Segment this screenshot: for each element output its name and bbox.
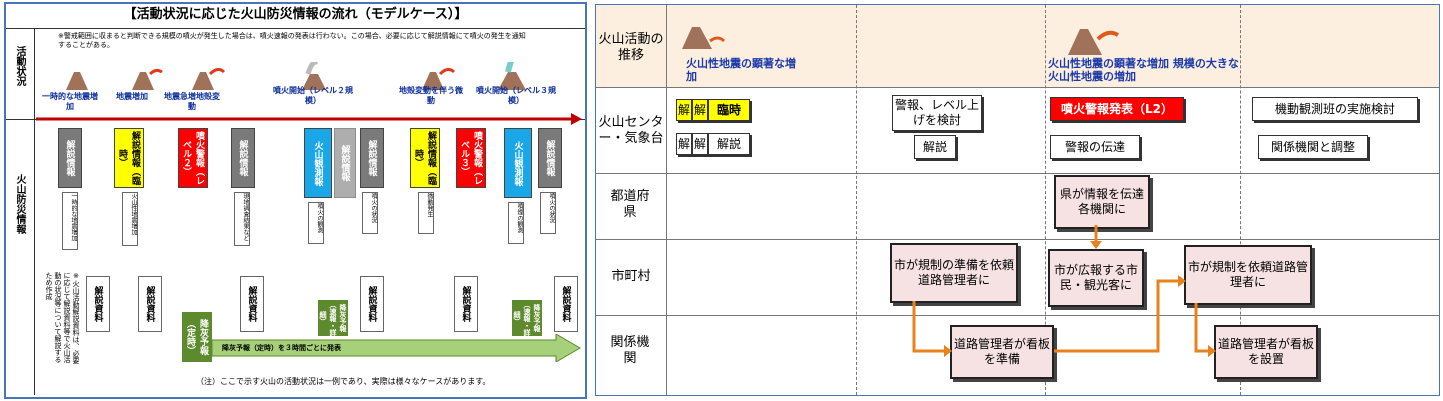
warning-box: 噴火警報発表（L2）: [1050, 97, 1184, 121]
row-label: 火山センター・気象台: [598, 115, 664, 146]
ashfall-small: 降灰予報（速報・詳細）: [512, 300, 542, 336]
diagram-title: 【活動状況に応じた火山防災情報の流れ（モデルケース）】: [123, 7, 468, 22]
right-panel: 火山活動の推移 火山センター・気象台 都道府県 市町村 関係機関 火山性地震の顕…: [595, 4, 1440, 396]
info-box: 解説情報: [538, 128, 562, 188]
row-label: 都道府県: [610, 189, 650, 220]
phase-label: 火山性地震の顕著な増加: [686, 57, 796, 83]
divider: [34, 28, 35, 395]
org-box: 道路管理者が看板を設置: [1214, 325, 1318, 379]
row-label: 市町村: [611, 269, 651, 284]
org-box: 道路管理者が看板を準備: [950, 325, 1054, 379]
city-box: 市が広報する市民・観光客に: [1048, 249, 1144, 307]
info-box: 解: [676, 99, 692, 121]
phase-label: 火山性地震の顕著な増加 規模の大きな火山性地震の増加: [1048, 57, 1239, 83]
row-pref: [596, 173, 1439, 240]
doc-box: 解説資料: [360, 276, 384, 332]
row-activity: [596, 5, 1439, 88]
divider: [6, 28, 585, 29]
pref-box: 県が情報を伝達各機関に: [1054, 175, 1150, 229]
row-label-activity: 活動状況: [14, 46, 25, 86]
doc-box: 解説資料: [554, 276, 578, 332]
note-box: 噴煙の観測: [508, 202, 524, 244]
doc-box: 解説資料: [240, 276, 264, 332]
ashfall-arrow: [212, 334, 581, 362]
info-box: 解説情報（臨時）: [114, 128, 144, 188]
timeline-arrow: [36, 113, 582, 125]
info-box: 警報、レベル上げを検討: [892, 95, 982, 131]
note-box: 噴火の状況: [540, 192, 556, 234]
info-box: 解説情報（臨時）: [410, 128, 440, 188]
row-label: 火山活動の推移: [598, 32, 664, 63]
note-box: 一時的な地震増加: [62, 192, 78, 250]
footer-note: （注）ここで示す火山の活動状況は一例であり、実際は様々なケースがあります。: [196, 377, 491, 386]
flow-arrows: [912, 225, 1216, 357]
doc-box: 解説資料: [138, 276, 162, 332]
event-label: 噴火開始（レベル２規模）: [273, 86, 353, 105]
info-box: 機動観測班の実施検討: [1252, 97, 1418, 121]
info-box: 関係機関と調整: [1258, 135, 1368, 159]
volcano-icon: [66, 62, 526, 90]
event-label: 地殻変動を伴う微動: [399, 86, 463, 105]
note-box: 噴火の観測: [308, 202, 324, 244]
row-label: 関係機関: [610, 335, 650, 366]
row-label-info: 火山防災情報: [14, 174, 25, 234]
side-note: ※火山活動解説資料は、必要に応じて解説資料等で火山活動の状況等について解説するた…: [45, 272, 80, 364]
divider: [856, 5, 857, 395]
info-box: 火山観測報: [504, 128, 532, 198]
info-box: 解説情報: [334, 128, 356, 198]
info-box: 解説情報: [58, 128, 82, 188]
ashfall-small: 降灰予報（速報・詳細）: [318, 300, 348, 336]
divider: [666, 5, 667, 395]
info-box: 臨時: [708, 99, 750, 121]
info-box: 解説: [914, 135, 956, 159]
volcano-icon: [1068, 29, 1120, 55]
info-box: 解: [692, 99, 708, 121]
event-label: 地震急増地殻変動: [164, 92, 220, 111]
info-box: 解: [692, 133, 708, 155]
divider: [1045, 5, 1046, 395]
info-box: 解: [676, 133, 692, 155]
note-box: 微動発生: [418, 192, 434, 234]
note-box: 噴火の状況: [362, 192, 378, 234]
left-panel: 【活動状況に応じた火山防災情報の流れ（モデルケース）】 活動状況 火山防災情報 …: [4, 2, 587, 399]
ashfall-box: 降灰予報（定時）: [182, 312, 212, 362]
info-box: 噴火警報（レベル２）: [178, 128, 208, 188]
volcano-icon: [682, 27, 726, 49]
note-box: 現地調査結果など: [234, 192, 250, 246]
top-note: ※警戒範囲に収まると判断できる規模の噴火が発生した場合は、噴火速報の発表は行わな…: [58, 32, 526, 49]
info-box: 噴火警報（レベル３）: [456, 128, 486, 188]
doc-box: 解説資料: [454, 276, 478, 332]
info-box: 火山観測報: [304, 128, 332, 198]
doc-box: 解説資料: [86, 276, 110, 332]
city-box: 市が規制を依頼道路管理者に: [1184, 245, 1312, 305]
note-box: 火山性地震増加: [122, 192, 138, 246]
row-center: [596, 87, 1439, 174]
event-label: 噴火開始（レベル３規模）: [476, 86, 556, 105]
info-box: 解説情報: [360, 128, 384, 188]
ashfall-arrow-label: 降灰予報（定時）を３時間ごとに発表: [222, 344, 341, 352]
city-box: 市が規制の準備を依頼道路管理者に: [890, 243, 1018, 303]
divider: [1240, 5, 1241, 395]
event-label: 一時的な地震増加: [42, 92, 98, 111]
info-box: 解説情報: [231, 128, 255, 188]
event-label: 地震増加: [116, 92, 148, 101]
info-box: 解説: [708, 133, 750, 155]
row-city: [596, 239, 1439, 316]
info-box: 警報の伝達: [1050, 135, 1140, 159]
